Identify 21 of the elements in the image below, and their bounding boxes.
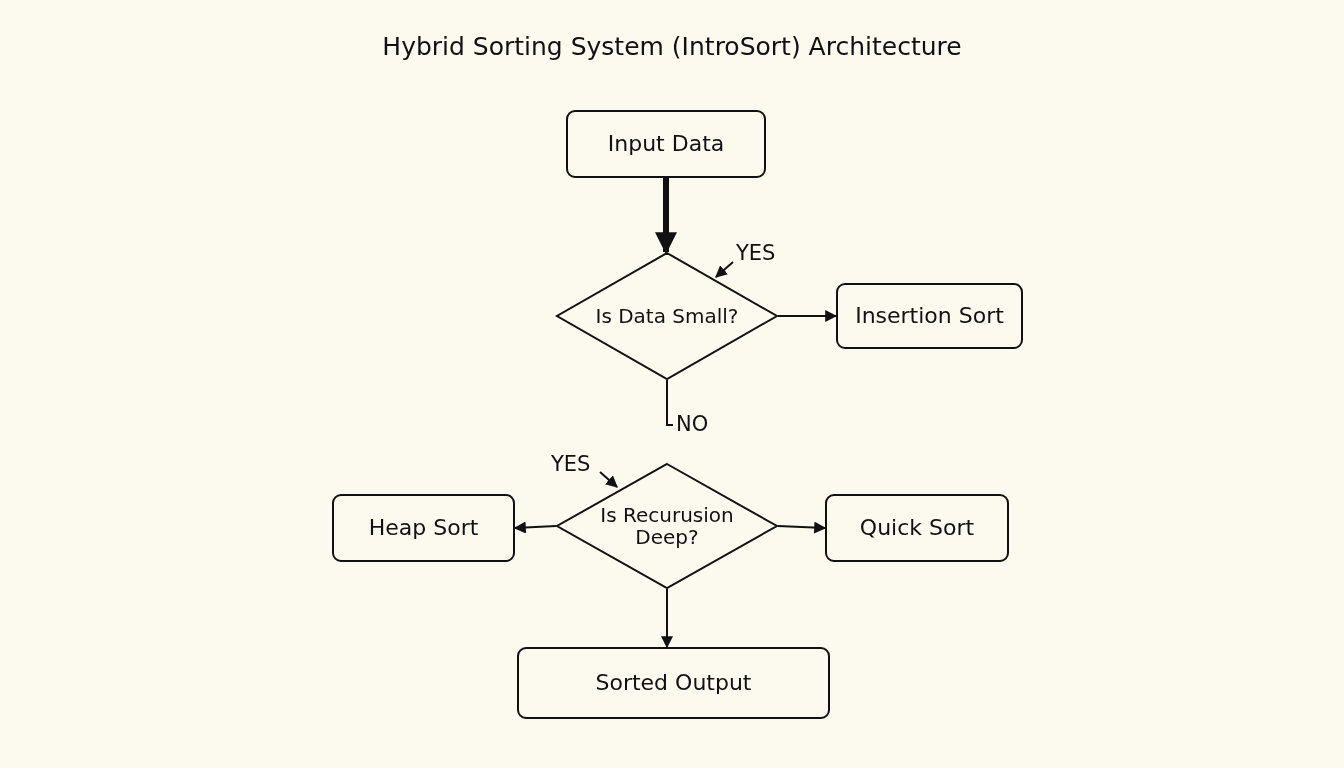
node-text: Insertion Sort	[855, 303, 1004, 329]
node-text: Quick Sort	[859, 515, 975, 541]
process-box	[566, 110, 766, 178]
process-box	[332, 494, 515, 562]
arrow	[777, 310, 838, 322]
arrow	[655, 178, 677, 255]
arrow	[777, 521, 827, 534]
diagram-title: Hybrid Sorting System (IntroSort) Architecture	[381, 32, 963, 61]
process-box	[517, 647, 830, 719]
branch-label: YES	[736, 241, 776, 265]
arrow	[661, 588, 673, 649]
node-text: Is Recurusion Deep?	[599, 504, 735, 548]
branch-label: YES	[551, 452, 591, 476]
node-text: Is Data Small?	[595, 305, 739, 327]
node-text: Sorted Output	[595, 670, 752, 696]
node-text: Input Data	[607, 131, 725, 157]
process-box	[825, 494, 1009, 562]
node-text: Heap Sort	[368, 515, 479, 541]
process-box	[836, 283, 1023, 349]
connector-line	[666, 379, 674, 426]
arrow	[513, 521, 557, 534]
